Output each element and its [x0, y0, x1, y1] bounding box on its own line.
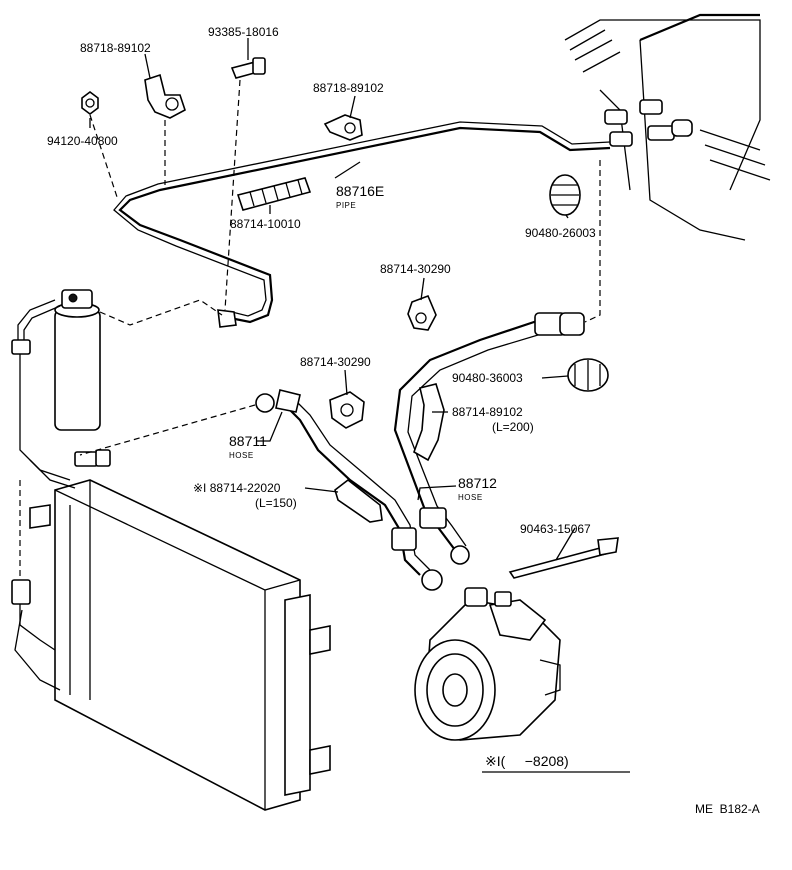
- label-88714-22020-length: (L=150): [255, 496, 297, 510]
- compressor: [414, 587, 561, 741]
- clamp-88718-89102-b: [323, 114, 363, 141]
- evaporator-unit: [564, 13, 771, 241]
- leader-lines: [89, 38, 576, 561]
- legend-text: ※I( −8208): [485, 753, 569, 769]
- label-88712-sub: HOSE: [458, 493, 483, 502]
- label-88718-89102-b: 88718-89102: [313, 81, 384, 95]
- label-88714-30290-b: 88714-30290: [300, 355, 371, 369]
- label-88716e-sub: PIPE: [336, 201, 356, 210]
- grommet-90480-36003: [567, 358, 609, 392]
- clamp-88714-30290-b: [329, 391, 365, 429]
- footer-code: ME B182-A: [695, 802, 760, 816]
- label-88714-10010: 88714-10010: [230, 217, 301, 231]
- label-88716e: 88716E: [336, 183, 384, 199]
- label-88718-89102-a: 88718-89102: [80, 41, 151, 55]
- label-90463-15067: 90463-15067: [520, 522, 591, 536]
- label-88712: 88712: [458, 475, 497, 491]
- sleeve-88714-89102: [413, 383, 445, 462]
- sleeve-88714-22020: [334, 478, 383, 523]
- label-94120-40800: 94120-40800: [47, 134, 118, 148]
- hose-88712: [393, 312, 585, 565]
- grommet-90480-26003: [549, 174, 581, 216]
- label-93385-18016: 93385-18016: [208, 25, 279, 39]
- label-88714-89102-length: (L=200): [492, 420, 534, 434]
- tie-90463-15067: [508, 537, 619, 579]
- clamp-88714-30290-a: [407, 294, 437, 331]
- pipe-88716e: [113, 121, 611, 328]
- hose-88711: [255, 389, 443, 591]
- label-88714-30290-a: 88714-30290: [380, 262, 451, 276]
- label-88711-sub: HOSE: [229, 451, 254, 460]
- label-88714-22020: ※I 88714-22020: [193, 481, 281, 495]
- dashed-connectors: [19, 79, 601, 580]
- label-88714-89102: 88714-89102: [452, 405, 523, 419]
- label-90480-36003: 90480-36003: [452, 371, 523, 385]
- sleeve-88714-10010: [236, 177, 312, 211]
- nut-94120-40800: [81, 91, 99, 115]
- condenser: [11, 449, 331, 811]
- label-88711: 88711: [229, 433, 267, 449]
- bolt-93385-18016: [230, 57, 266, 79]
- label-90480-26003: 90480-26003: [525, 226, 596, 240]
- clamp-88718-89102-a: [144, 73, 186, 119]
